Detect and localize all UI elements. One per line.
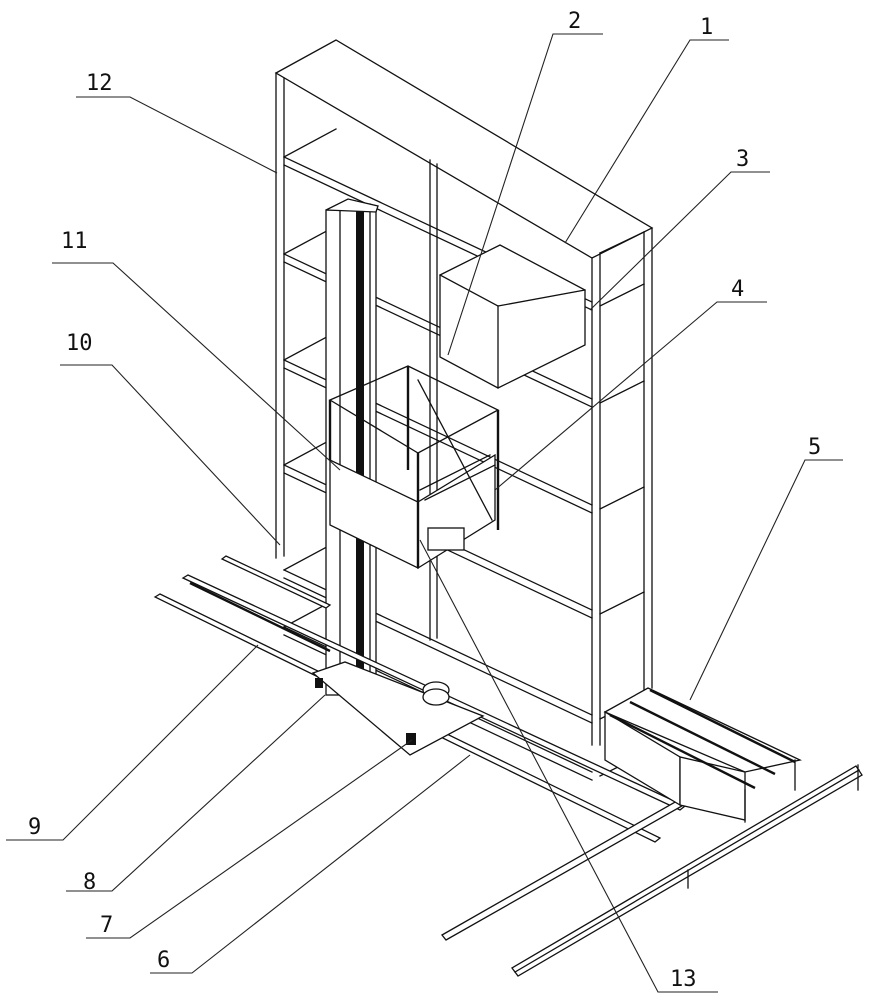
crane-mast xyxy=(325,198,379,696)
label-13: 13 xyxy=(670,967,697,992)
label-8: 8 xyxy=(83,870,96,895)
label-4: 4 xyxy=(731,277,744,302)
carriage-brace xyxy=(417,379,493,521)
shelf-depth-beam xyxy=(283,128,337,158)
rail-middle-dark xyxy=(189,581,331,653)
leader-5 xyxy=(689,459,843,701)
label-1: 1 xyxy=(700,15,713,40)
part-labels: 1 2 3 4 5 6 7 8 9 10 11 12 13 xyxy=(28,9,821,992)
leader-12 xyxy=(76,96,278,174)
conveyor-top xyxy=(603,687,803,773)
label-3: 3 xyxy=(736,147,749,172)
conveyor-rail xyxy=(629,700,776,776)
label-6: 6 xyxy=(157,948,170,973)
leader-9 xyxy=(6,644,259,841)
base-wheel xyxy=(422,688,450,706)
rail-back xyxy=(220,555,332,609)
conveyor-rail xyxy=(609,713,756,790)
rail-outer-center xyxy=(514,769,860,973)
conveyor-rail xyxy=(649,688,796,764)
label-7: 7 xyxy=(100,913,113,938)
leader-1 xyxy=(564,39,729,244)
leader-13 xyxy=(419,539,718,993)
mast-cap xyxy=(325,198,379,213)
base-roller xyxy=(315,678,323,688)
label-11: 11 xyxy=(61,229,88,254)
label-9: 9 xyxy=(28,815,41,840)
leader-lines xyxy=(6,33,843,993)
base-plate xyxy=(311,661,485,756)
cargo-box-edge xyxy=(497,289,586,307)
traveling-base xyxy=(311,661,485,756)
carriage-motor xyxy=(427,527,465,551)
shelf-side-beam xyxy=(599,591,645,615)
label-5: 5 xyxy=(808,435,821,460)
cargo-box-outline xyxy=(439,244,586,389)
rail-front-cross xyxy=(441,784,712,941)
conveyor xyxy=(603,687,803,823)
leader-7 xyxy=(86,739,413,939)
base-roller xyxy=(406,733,416,745)
label-2: 2 xyxy=(568,9,581,34)
shelf-side-beam xyxy=(599,486,645,510)
label-12: 12 xyxy=(86,71,113,96)
shelf-side-beam xyxy=(599,380,645,404)
label-10: 10 xyxy=(66,331,93,356)
fork-rail xyxy=(419,454,491,491)
lifting-carriage xyxy=(328,365,500,570)
mast-rail-dark xyxy=(356,210,364,695)
leader-11 xyxy=(52,262,341,471)
leader-4 xyxy=(494,301,767,491)
mast-body xyxy=(325,209,377,696)
fork-rail xyxy=(424,464,496,501)
leader-10 xyxy=(60,364,281,546)
cargo-box xyxy=(439,244,586,389)
leader-8 xyxy=(66,694,326,892)
leader-6 xyxy=(150,754,471,974)
leader-3 xyxy=(589,171,770,311)
shelf-side-beam xyxy=(599,283,645,307)
rack-side-rail xyxy=(599,231,645,254)
leader-2 xyxy=(447,33,603,356)
